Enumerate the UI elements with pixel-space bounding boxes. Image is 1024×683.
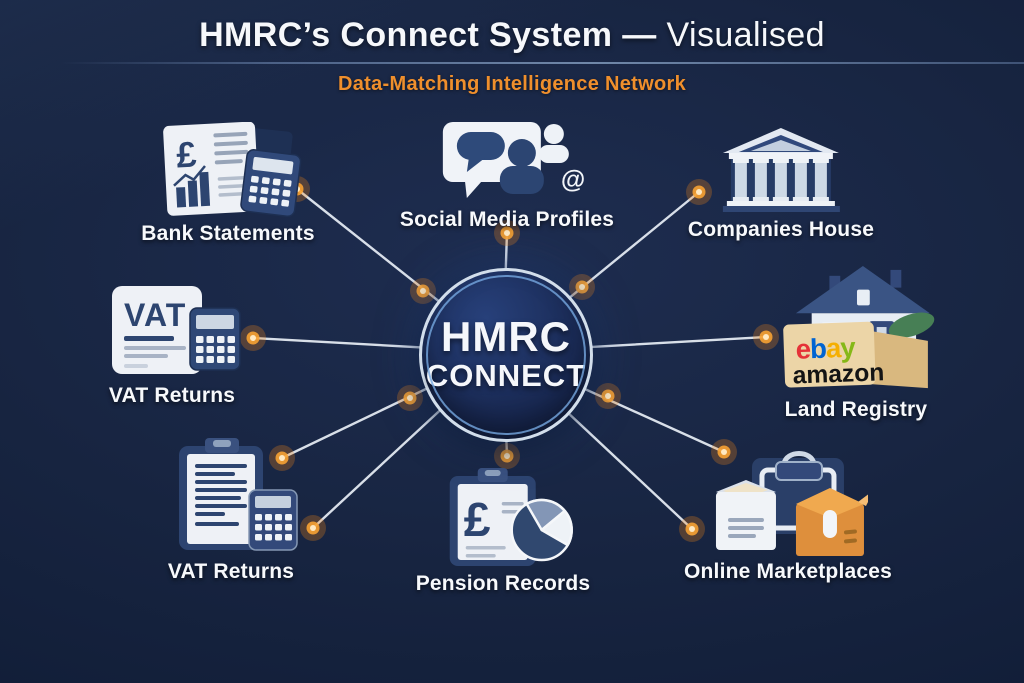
calculator-icon — [240, 149, 302, 218]
pension-records-icon: £ — [450, 468, 574, 566]
glow-dot — [397, 385, 423, 411]
calculator-icon — [189, 307, 241, 371]
vat-document-icon: VAT — [112, 286, 241, 374]
shipping-box-icon: ebay amazon — [783, 321, 928, 389]
node-label: Pension Records — [415, 572, 591, 595]
amazon-logo: amazon — [792, 359, 885, 389]
node-online-marketplaces: Online Marketplaces — [684, 444, 892, 584]
social-media-icon: @ — [443, 122, 585, 198]
person-icon-navy — [500, 139, 544, 194]
orange-box-icon — [796, 488, 868, 556]
glow-dot — [494, 443, 520, 469]
node-vat-returns-document: VAT VAT Returns — [102, 284, 242, 408]
glow-dot — [753, 324, 779, 350]
node-label: VAT Returns — [108, 384, 236, 407]
vat-text: VAT — [124, 297, 186, 333]
node-companies-house: Companies House — [688, 126, 874, 242]
pound-symbol: £ — [175, 133, 197, 175]
glow-dot — [686, 179, 712, 205]
glow-dot — [300, 515, 326, 541]
node-pension-records: £ Pension Records — [416, 468, 591, 596]
pound-symbol: £ — [464, 494, 491, 547]
white-box-icon — [716, 480, 776, 550]
title-suffix: Visualised — [666, 16, 825, 54]
glow-dot — [240, 325, 266, 351]
online-marketplaces-icon — [716, 451, 868, 556]
land-registry-icon: ebay amazon — [783, 265, 935, 389]
glow-dot — [269, 445, 295, 471]
hub-line2: CONNECT — [425, 358, 587, 394]
calculator-icon — [248, 489, 298, 551]
person-icon-white — [539, 124, 569, 163]
leaf-icon — [888, 312, 935, 338]
header-divider — [60, 62, 1024, 64]
node-social-media: @ Social Media Profiles — [400, 120, 614, 232]
glow-dot — [711, 439, 737, 465]
node-vat-returns-clipboard: VAT Returns — [161, 438, 301, 584]
glow-dot — [595, 383, 621, 409]
glow-dot — [494, 220, 520, 246]
vat-clipboard-icon — [179, 438, 298, 551]
title-dash: — — [622, 16, 657, 54]
node-land-registry: ebay amazon Land Registry — [771, 264, 941, 422]
at-symbol: @ — [561, 166, 585, 194]
node-label: VAT Returns — [167, 560, 295, 583]
node-bank-statements: £ — [141, 122, 314, 246]
hub-line1: HMRC — [441, 313, 571, 361]
bank-statement-icon: £ — [163, 122, 302, 218]
hmrc-connect-hub: HMRC CONNECT — [419, 268, 593, 442]
speech-bubble-icon — [457, 132, 505, 160]
companies-house-icon — [722, 128, 840, 212]
node-label: Bank Statements — [141, 222, 315, 245]
glow-dot — [679, 516, 705, 542]
node-label: Land Registry — [784, 398, 928, 421]
node-label: Companies House — [687, 218, 875, 241]
node-label: Social Media Profiles — [399, 208, 615, 231]
glow-dot — [569, 274, 595, 300]
page-title: HMRC’s Connect System — Visualised — [0, 16, 1024, 55]
title-main: HMRC’s Connect System — [199, 16, 613, 54]
ebay-logo: ebay — [795, 332, 857, 365]
pie-chart-icon — [510, 498, 574, 562]
node-label: Online Marketplaces — [683, 560, 893, 583]
page-subtitle: Data-Matching Intelligence Network — [337, 73, 687, 95]
glow-dot — [410, 278, 436, 304]
